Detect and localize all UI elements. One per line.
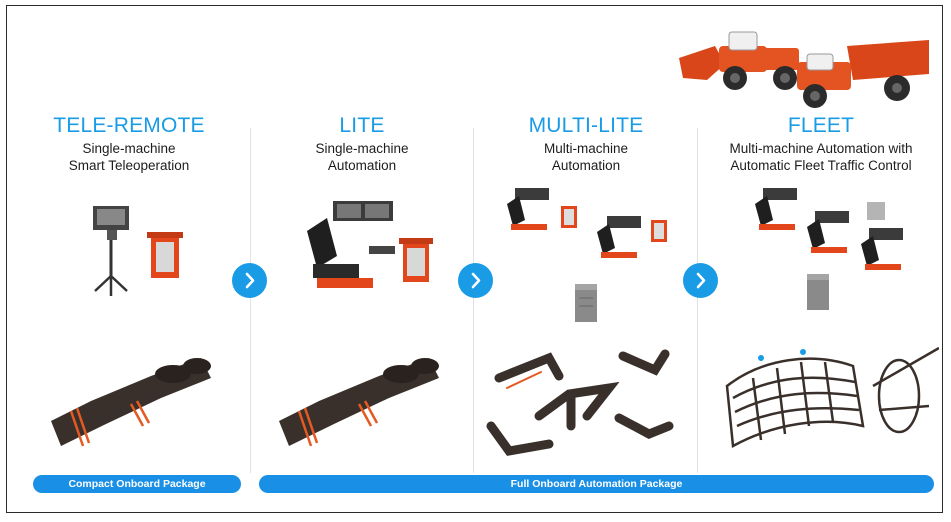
tele-remote-illustration: [51, 206, 211, 447]
column-divider: [473, 128, 474, 473]
next-tier-button[interactable]: [683, 263, 718, 298]
tier-subtitle: Single-machine Smart Teleoperation: [68, 141, 190, 173]
chevron-right-icon: [245, 272, 255, 289]
mine-tunnel-icon: [51, 358, 211, 447]
fleet-illustration: [725, 188, 939, 449]
control-cabinet-icon: [651, 220, 667, 242]
control-cabinet-icon: [561, 206, 577, 228]
tier-title: LITE: [339, 114, 385, 137]
control-cabinet-icon: [399, 238, 433, 282]
mine-tunnel-icon: [279, 358, 439, 447]
tier-tele-remote: TELE-REMOTE Single-machine Smart Teleope…: [11, 6, 247, 476]
tier-fleet: FLEET Multi-machine Automation with Auto…: [703, 6, 939, 476]
operator-station-icon: [861, 228, 903, 270]
operator-station-icon: [755, 188, 797, 230]
tier-title: MULTI-LITE: [528, 114, 644, 137]
diagram-frame: TELE-REMOTE Single-machine Smart Teleope…: [6, 5, 943, 513]
mine-tunnel-icon: [486, 349, 674, 456]
operator-station-icon: [597, 216, 641, 258]
multi-lite-illustration: [486, 188, 674, 456]
tier-subtitle: Single-machine Automation: [315, 141, 409, 173]
tier-title: TELE-REMOTE: [53, 114, 205, 137]
tier-title: FLEET: [787, 114, 855, 137]
operator-station-icon: [93, 206, 129, 296]
tier-lite: LITE Single-machine Automation: [257, 6, 467, 476]
server-rack-icon: [575, 284, 597, 322]
control-cabinet-icon: [147, 232, 183, 278]
server-rack-icon: [807, 202, 885, 310]
mining-vehicles-image: [679, 31, 929, 108]
dump-truck-icon: [797, 40, 929, 108]
column-divider: [250, 128, 251, 473]
operator-station-icon: [807, 211, 849, 253]
chevron-right-icon: [696, 272, 706, 289]
chevron-right-icon: [471, 272, 481, 289]
operator-station-icon: [307, 201, 395, 288]
column-divider: [697, 128, 698, 473]
mine-tunnel-icon: [725, 346, 939, 449]
operator-station-icon: [507, 188, 549, 230]
tier-subtitle: Multi-machine Automation with Automatic …: [729, 141, 913, 173]
tier-subtitle: Multi-machine Automation: [543, 141, 629, 173]
next-tier-button[interactable]: [232, 263, 267, 298]
loader-truck-icon: [679, 31, 799, 90]
compact-package-pill: Compact Onboard Package: [33, 475, 241, 493]
next-tier-button[interactable]: [458, 263, 493, 298]
lite-illustration: [279, 201, 439, 447]
tier-multi-lite: MULTI-LITE Multi-machine Automation: [479, 6, 693, 476]
full-package-pill: Full Onboard Automation Package: [259, 475, 934, 493]
